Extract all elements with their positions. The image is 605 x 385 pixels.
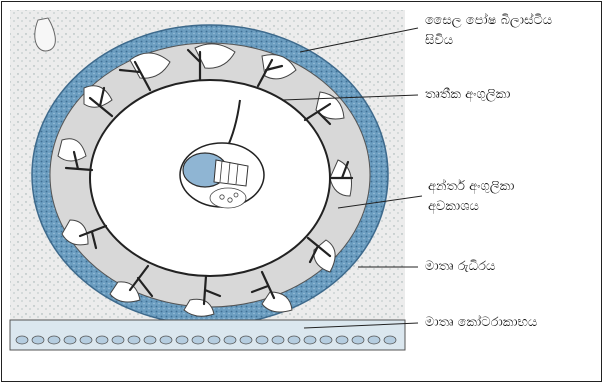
- label-cytotrophoblast-line2: සිවිය: [425, 32, 453, 49]
- label-maternal-tissue: මාතෘ කෝටරාකාභය: [425, 314, 537, 331]
- label-maternal-blood: මාතෘ රුධිරය: [425, 258, 495, 275]
- uterine-epithelium: [10, 320, 405, 350]
- yolk-sac: [210, 188, 246, 208]
- label-intervillous-space-line2: අවකාශය: [428, 198, 479, 215]
- label-chorionic-villi: තෘතීක අංගුලිකා: [425, 86, 510, 103]
- label-intervillous-space: අන්තර් අංගුලිකා: [428, 178, 514, 195]
- label-cytotrophoblast: සෛල පෝෂ බිලාස්ටීය: [425, 12, 552, 29]
